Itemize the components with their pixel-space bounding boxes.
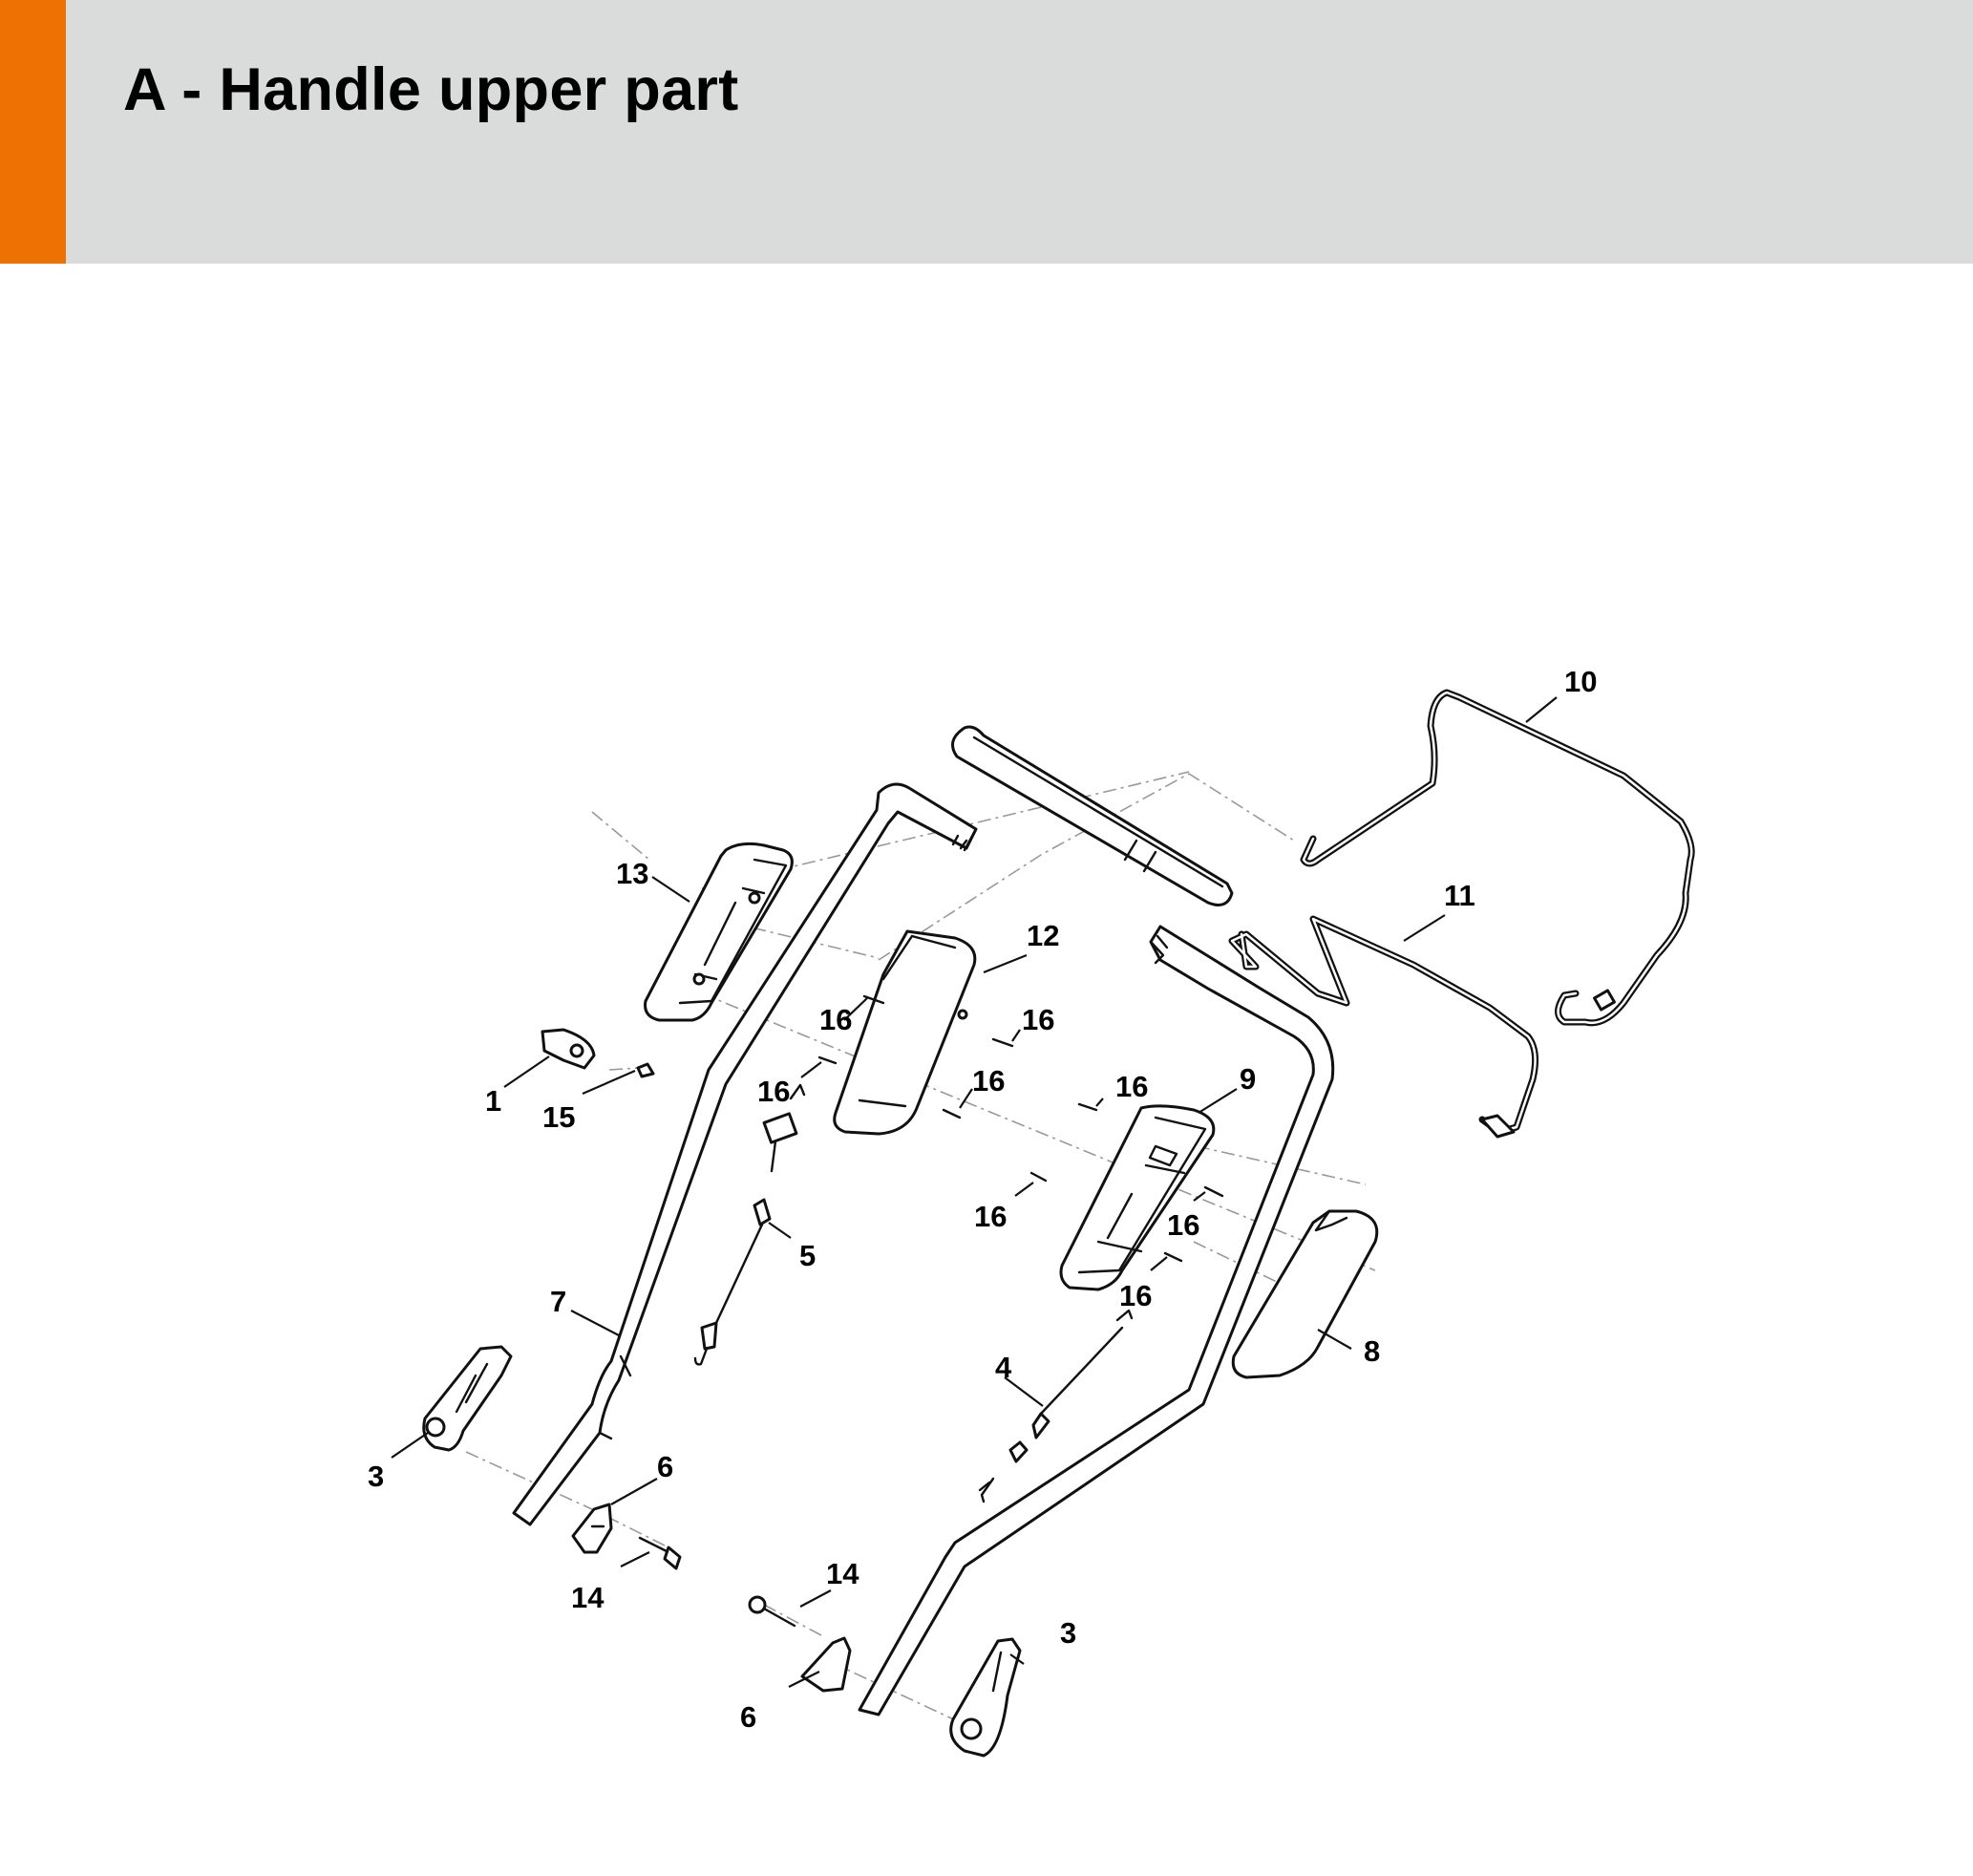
- header-bar: A - Handle upper part: [0, 0, 1973, 264]
- callout-9: 9: [1240, 1062, 1256, 1096]
- callout-6-left: 6: [657, 1450, 673, 1483]
- callout-6-right: 6: [740, 1700, 756, 1734]
- callout-14-left: 14: [571, 1581, 605, 1614]
- callout-8: 8: [1364, 1334, 1380, 1368]
- spacer-clip-right: [800, 1636, 852, 1693]
- callout-10: 10: [1564, 665, 1597, 698]
- quick-release-lever-right: [949, 1637, 1022, 1758]
- callout-16-h: 16: [1119, 1279, 1152, 1312]
- handle-cover-left: [644, 842, 794, 1022]
- wire-bail: [1228, 915, 1539, 1139]
- throttle-cable: [978, 1309, 1134, 1503]
- callout-13: 13: [616, 857, 648, 890]
- page-title: A - Handle upper part: [123, 56, 739, 123]
- callout-16-a: 16: [819, 1003, 852, 1036]
- handle-cover-outer: [1231, 1209, 1379, 1379]
- spacer-clip-left: [571, 1503, 613, 1554]
- handle-cover-center: [833, 929, 977, 1136]
- screws: [817, 994, 1224, 1263]
- callout-16-g: 16: [1167, 1208, 1199, 1242]
- carriage-bolt-left: [638, 1536, 682, 1570]
- accent-stripe: [0, 0, 66, 264]
- callout-labels: 1 3 3 4 5 6 6 7 8 9 10 11 12 13 14 14 15…: [368, 665, 1597, 1734]
- callout-16-d: 16: [972, 1064, 1005, 1098]
- cable-clamp: [541, 1028, 655, 1078]
- callout-1: 1: [485, 1084, 501, 1118]
- callout-16-e: 16: [1115, 1070, 1148, 1103]
- carriage-bolt-right: [748, 1595, 796, 1628]
- leader-lines: [391, 696, 1558, 1688]
- callout-7: 7: [550, 1285, 566, 1318]
- callout-4: 4: [995, 1351, 1012, 1384]
- callout-16-c: 16: [757, 1075, 790, 1108]
- quick-release-lever-left: [422, 1345, 513, 1452]
- handle-frame: [512, 782, 1335, 1716]
- callout-3-left: 3: [368, 1460, 384, 1493]
- callout-16-f: 16: [974, 1200, 1007, 1233]
- callout-12: 12: [1027, 919, 1059, 952]
- callout-15: 15: [542, 1100, 575, 1134]
- callout-14-right: 14: [826, 1557, 859, 1590]
- control-bail: [1300, 689, 1695, 1027]
- brake-cable: [693, 1083, 806, 1366]
- callout-11: 11: [1444, 879, 1475, 912]
- handle-cover-right: [1059, 1104, 1216, 1291]
- callout-5: 5: [799, 1239, 816, 1272]
- callout-3-right: 3: [1060, 1616, 1076, 1650]
- callout-16-b: 16: [1022, 1003, 1054, 1036]
- grip-cover: [951, 725, 1234, 906]
